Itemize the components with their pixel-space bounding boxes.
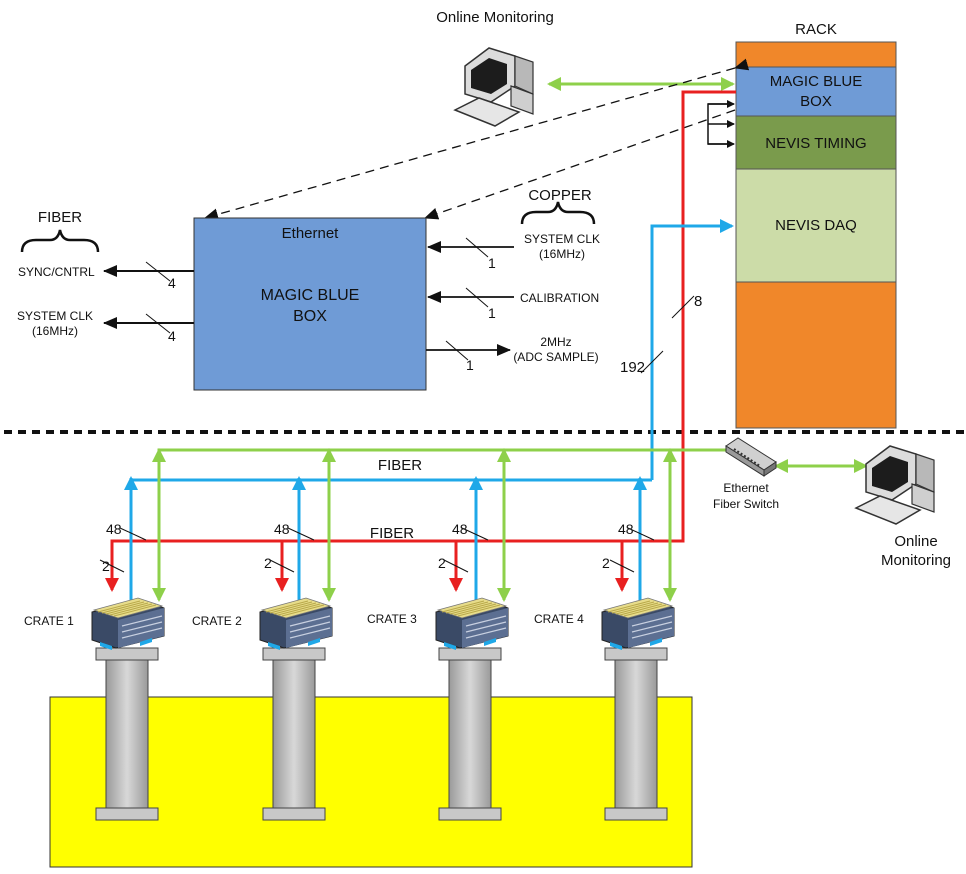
crate-1-icon — [91, 597, 165, 651]
computer-right-icon — [855, 445, 935, 525]
pillars — [95, 647, 668, 821]
input-adc-label-2: (ADC SAMPLE) — [513, 350, 598, 364]
magic-blue-box: Ethernet MAGIC BLUE BOX — [193, 217, 427, 391]
mbb-timing-link — [707, 100, 735, 148]
crate-2-label: CRATE 2 — [192, 614, 242, 628]
rack-nevis-daq — [735, 168, 897, 283]
online-monitoring-right-2: Monitoring — [881, 552, 951, 569]
crate-4-2: 2 — [602, 555, 610, 571]
dashed-ethernet-links — [204, 58, 750, 221]
input-clk-count: 1 — [488, 255, 496, 271]
input-lines — [426, 237, 514, 361]
fiber-brace-label: FIBER — [38, 209, 82, 226]
online-monitoring-top-label: Online Monitoring — [436, 9, 554, 26]
crate-4-icon — [601, 597, 675, 651]
red-bus-count: 8 — [694, 293, 702, 310]
rack-timing-label: NEVIS TIMING — [765, 135, 866, 152]
rack-mbb-line2: BOX — [800, 93, 832, 110]
input-sysclk-label-2: (16MHz) — [539, 247, 585, 261]
fiber-brace-icon — [20, 229, 100, 253]
magic-blue-box-body — [193, 217, 427, 391]
crate-2-icon — [259, 597, 333, 651]
rack-title: RACK — [795, 21, 837, 38]
green-fiber-bus — [152, 448, 868, 602]
copper-brace-label: COPPER — [528, 187, 592, 204]
input-calibration-label: CALIBRATION — [520, 291, 599, 305]
pillar-1 — [95, 647, 159, 821]
output-sync-count: 4 — [168, 275, 176, 291]
crate-4-48: 48 — [618, 521, 634, 537]
rack-nevis-timing — [735, 115, 897, 170]
crate-3-48: 48 — [452, 521, 468, 537]
output-sync-label: SYNC/CNTRL — [18, 265, 95, 279]
crate-2: CRATE 2 48 2 — [192, 521, 333, 651]
ethernet-switch-icon — [725, 437, 777, 477]
crate-1-label: CRATE 1 — [24, 614, 74, 628]
input-sysclk-label-1: SYSTEM CLK — [524, 232, 600, 246]
input-cal-count: 1 — [488, 305, 496, 321]
fiber-label-upper: FIBER — [378, 457, 422, 474]
copper-brace-icon — [520, 201, 596, 225]
online-monitoring-right-1: Online — [894, 533, 937, 550]
crate-4: CRATE 4 48 2 — [534, 521, 675, 651]
box-line2: BOX — [293, 308, 327, 325]
crate-3: CRATE 3 48 2 — [367, 521, 509, 651]
bus-slashes — [99, 295, 695, 573]
computer-top-icon — [454, 47, 534, 127]
rack: RACK MAGIC BLUE BOX NEVIS TIMING NEVIS D… — [735, 21, 897, 429]
rack-mbb-line1: MAGIC BLUE — [770, 73, 863, 90]
blue-bus-count: 192 — [620, 359, 645, 376]
output-lines — [103, 261, 194, 334]
crate-2-2: 2 — [264, 555, 272, 571]
switch-label-2: Fiber Switch — [713, 497, 779, 511]
input-adc-label-1: 2MHz — [540, 335, 571, 349]
input-adc-count: 1 — [466, 357, 474, 373]
rack-daq-label: NEVIS DAQ — [775, 217, 857, 234]
rack-magic-blue-box — [735, 66, 897, 117]
rack-top-panel — [735, 41, 897, 68]
rack-bottom-panel — [735, 281, 897, 429]
blue-cable-bus — [124, 219, 734, 600]
output-sysclk-label-1: SYSTEM CLK — [17, 309, 93, 323]
output-sysclk-label-2: (16MHz) — [32, 324, 78, 338]
pillar-4 — [604, 647, 668, 821]
box-line1: MAGIC BLUE — [261, 287, 360, 304]
crate-1: CRATE 1 48 2 — [24, 521, 165, 651]
detector-floor — [49, 696, 693, 868]
fiber-label-lower: FIBER — [370, 525, 414, 542]
crate-3-2: 2 — [438, 555, 446, 571]
box-header: Ethernet — [282, 225, 340, 242]
crate-3-label: CRATE 3 — [367, 612, 417, 626]
crate-1-2: 2 — [102, 558, 110, 574]
pillar-3 — [438, 647, 502, 821]
crate-3-icon — [435, 597, 509, 651]
crate-1-48: 48 — [106, 521, 122, 537]
switch-label-1: Ethernet — [723, 481, 769, 495]
crate-2-48: 48 — [274, 521, 290, 537]
output-clk-count: 4 — [168, 328, 176, 344]
pillar-2 — [262, 647, 326, 821]
crate-4-label: CRATE 4 — [534, 612, 584, 626]
